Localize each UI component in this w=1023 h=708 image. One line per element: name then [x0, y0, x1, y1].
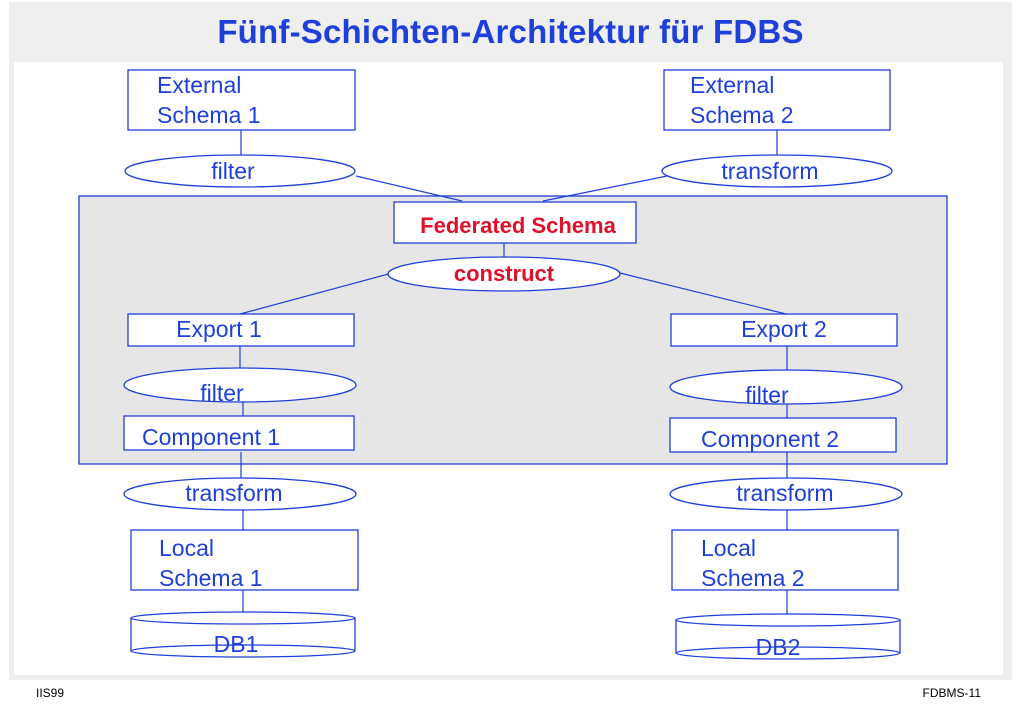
- database-2-label: DB2: [756, 634, 801, 660]
- database-1-icon: [130, 611, 356, 658]
- component-schema-2-box: [669, 417, 897, 453]
- component-schema-1-box: [123, 415, 355, 451]
- local-schema-2-line2: Schema 2: [701, 565, 805, 591]
- local-schema-2-box: [671, 529, 899, 591]
- title-band: [9, 2, 1012, 62]
- external-schema-2-line2: Schema 2: [690, 102, 794, 128]
- federated-schema-box: [393, 201, 637, 244]
- transform-processor-left-label: transform: [185, 480, 282, 506]
- local-schema-2-line1: Local: [701, 535, 756, 561]
- connectors: [239, 130, 788, 614]
- local-schema-1-box: [130, 529, 359, 591]
- external-schema-2-box: [663, 69, 891, 131]
- local-schema-1-line2: Schema 1: [159, 565, 263, 591]
- construct-processor: [387, 256, 621, 292]
- export-schema-1-box: [127, 313, 355, 347]
- component-schema-1-label: Component 1: [142, 424, 280, 450]
- filter-processor-right: [669, 369, 903, 405]
- connector-construct-export1: [239, 272, 393, 315]
- page-title: Fünf-Schichten-Architektur für FDBS: [217, 13, 804, 50]
- external-schema-1-line2: Schema 1: [157, 102, 261, 128]
- export-schema-2-label: Export 2: [741, 316, 827, 342]
- database-2-icon: [675, 613, 901, 660]
- transform-processor-top: [661, 154, 893, 188]
- database-1-label: DB1: [214, 631, 259, 657]
- external-schema-1-line1: External: [157, 72, 241, 98]
- export-schema-2-box: [670, 313, 898, 347]
- external-schema-2-line1: External: [690, 72, 774, 98]
- export-schema-1-label: Export 1: [176, 316, 262, 342]
- frame-left-edge: [9, 62, 14, 680]
- transform-processor-top-label: transform: [721, 158, 818, 184]
- frame-bottom-edge: [9, 675, 1012, 680]
- connector-transform-federated: [542, 174, 673, 202]
- filter-processor-top-label: filter: [211, 158, 255, 184]
- footer-slide-number: FDBMS-11: [922, 686, 981, 700]
- connector-construct-export2: [619, 272, 787, 315]
- filter-processor-left-label: filter: [200, 380, 244, 406]
- filter-processor-right-label: filter: [745, 382, 789, 408]
- construct-processor-label: construct: [454, 261, 555, 286]
- local-schema-1-line1: Local: [159, 535, 214, 561]
- external-schema-1-box: [127, 69, 356, 131]
- filter-processor-left: [123, 367, 357, 403]
- connector-filter-federated: [355, 175, 463, 202]
- transform-processor-right: [669, 477, 903, 511]
- transform-processor-right-label: transform: [736, 480, 833, 506]
- transform-processor-left: [123, 477, 357, 511]
- federated-schema-label: Federated Schema: [420, 213, 616, 238]
- frame-right-edge: [1003, 62, 1012, 680]
- filter-processor-top: [124, 154, 356, 188]
- component-schema-2-label: Component 2: [701, 426, 839, 452]
- footer-course-code: IIS99: [36, 686, 65, 700]
